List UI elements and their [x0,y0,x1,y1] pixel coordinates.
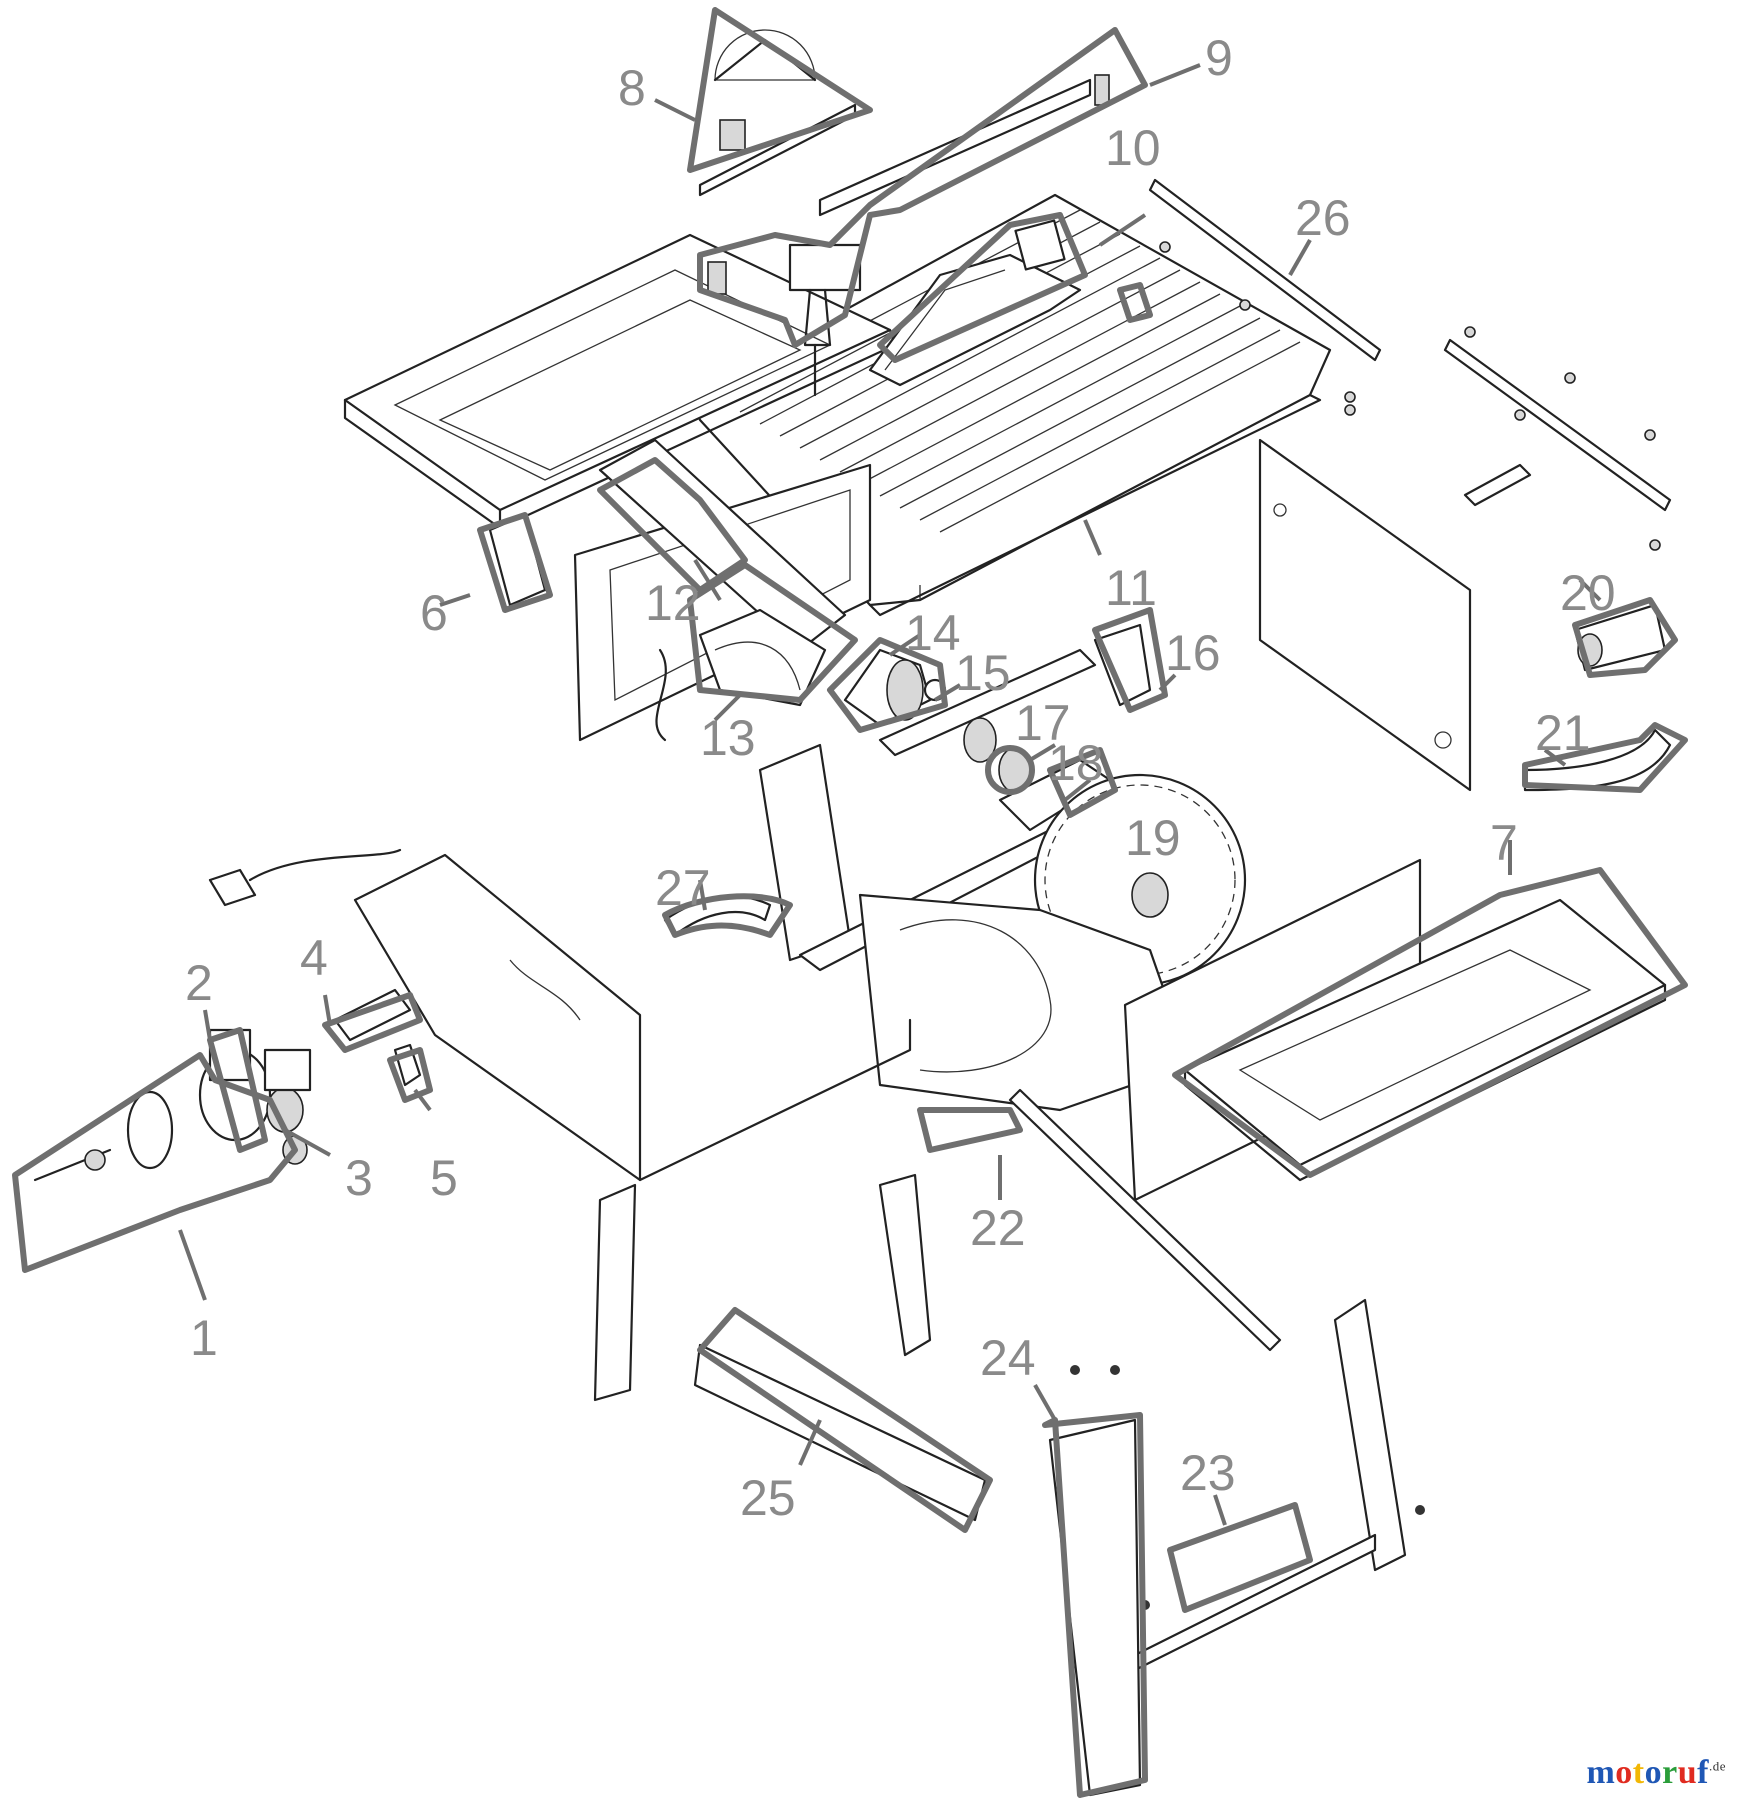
callout-labels: 1 2 3 4 5 6 7 8 9 10 11 12 13 14 15 16 1… [185,30,1616,1526]
callout-7: 7 [1490,815,1518,871]
base-frame [858,893,1192,1112]
blade-guard [868,219,1082,387]
callout-22: 22 [970,1200,1026,1256]
brand-letter-f: f [1697,1754,1709,1791]
callout-20: 20 [1560,565,1616,621]
callout-24: 24 [980,1330,1036,1386]
brand-letter-t: t [1632,1754,1645,1791]
brand-logo: motoruf.de [1586,1754,1726,1792]
left-cabinet [208,848,912,1182]
callout-11: 11 [1105,560,1157,616]
callout-3: 3 [345,1150,373,1206]
callout-23: 23 [1180,1445,1236,1501]
brand-letter-o: o [1615,1754,1633,1791]
callout-19: 19 [1125,810,1181,866]
callout-4: 4 [300,930,328,986]
side-rails [1148,178,1672,551]
callout-25: 25 [740,1470,796,1526]
switch-housing [598,438,847,707]
callout-12: 12 [645,575,701,631]
right-extension-table [1123,858,1667,1202]
stand-legs [593,1088,1425,1797]
front-panel [573,463,872,742]
right-side-panel [1258,438,1472,792]
callout-9: 9 [1205,30,1233,86]
callout-1: 1 [190,1310,218,1366]
brand-letter-o2: o [1644,1754,1663,1791]
callout-15: 15 [955,645,1011,701]
front-controls [33,988,422,1182]
callout-13: 13 [700,710,756,766]
callout-16: 16 [1165,625,1221,681]
callout-frames [12,7,1688,1798]
brand-letter-r: r [1662,1754,1678,1791]
callout-26: 26 [1295,190,1351,246]
callout-18: 18 [1048,735,1104,791]
callout-14: 14 [905,605,961,661]
callout-10: 10 [1105,120,1161,176]
callout-6: 6 [420,585,448,641]
callout-8: 8 [618,60,646,116]
callout-21: 21 [1535,705,1591,761]
callout-27: 27 [655,860,711,916]
brand-letter-m: m [1586,1754,1616,1791]
miter-gauge [698,29,857,197]
brand-suffix: .de [1708,1758,1726,1774]
callout-2: 2 [185,955,213,1011]
callout-17: 17 [1015,695,1071,751]
callout-5: 5 [430,1150,458,1206]
brand-letter-u: u [1677,1754,1698,1791]
